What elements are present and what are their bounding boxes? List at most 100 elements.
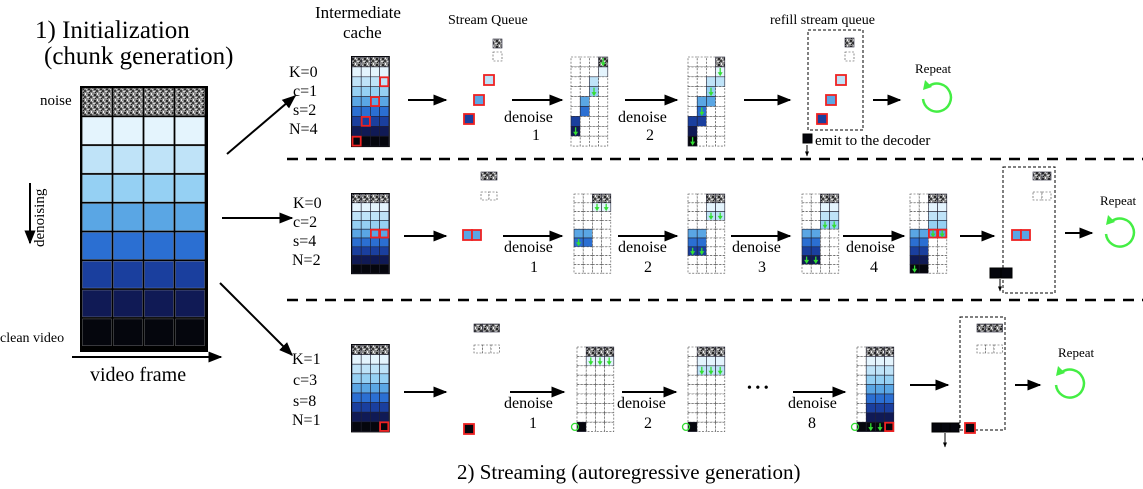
frame-cell: [582, 237, 593, 248]
empty-cell: [856, 393, 867, 404]
frame-cell: [360, 237, 371, 248]
step-number: 2: [644, 415, 652, 432]
empty-cell: [601, 220, 612, 230]
empty-cell: [909, 193, 920, 204]
step-word: denoise: [617, 395, 666, 412]
row-2-refill-queue: [1011, 171, 1052, 241]
empty-cell: [706, 220, 716, 230]
empty-cell: [820, 246, 830, 256]
frame-cell: [360, 383, 371, 394]
noise-label: noise: [40, 93, 72, 109]
frame-cell: [351, 246, 362, 256]
frame-cell: [463, 423, 475, 435]
empty-cell: [598, 135, 609, 147]
frame-cell: [582, 228, 593, 239]
frame-cell: [351, 106, 362, 117]
frame-cell: [579, 106, 590, 117]
repeat-label: Repeat: [1058, 345, 1094, 360]
frame-cell: [379, 202, 390, 212]
empty-cell: [576, 412, 587, 423]
empty-cell: [810, 264, 821, 274]
highlight-cell: [379, 76, 390, 88]
empty-cell: [715, 228, 726, 239]
empty-cell: [856, 384, 867, 395]
empty-cell: [582, 220, 593, 230]
step-number: 1: [530, 259, 538, 276]
frame-cell: [875, 365, 885, 376]
frame-cell: [488, 171, 498, 181]
green-arrow-head: [591, 92, 597, 97]
empty-cell: [856, 374, 867, 385]
streaming-caption: 2) Streaming (autoregressive generation): [457, 460, 800, 484]
empty-cell: [706, 126, 716, 137]
empty-cell: [687, 220, 698, 230]
frame-cell: [706, 356, 716, 367]
frame-cell: [370, 344, 380, 355]
frame-cell: [801, 228, 812, 239]
frame-cell: [379, 56, 390, 68]
green-arrow-head: [600, 62, 606, 67]
empty-cell: [579, 86, 590, 97]
empty-cell: [576, 403, 587, 414]
row-3-cache-grid: [351, 344, 390, 433]
frame-cell: [370, 135, 380, 147]
frame-cell: [706, 193, 716, 204]
frame-cell: [351, 211, 362, 221]
empty-cell: [570, 86, 581, 97]
empty-cell: [715, 421, 726, 432]
empty-cell: [801, 264, 812, 274]
frame-cell: [471, 229, 482, 241]
row-2-stream-queue: [462, 171, 498, 241]
empty-cell: [706, 403, 716, 414]
frame-cell: [825, 94, 837, 106]
empty-cell: [696, 86, 707, 97]
row-1-refill-queue: [816, 37, 855, 125]
empty-cell: [696, 255, 707, 265]
empty-cell: [595, 403, 605, 414]
empty-cell: [706, 135, 716, 147]
green-arrow-head: [603, 207, 609, 212]
frame-cell: [829, 202, 840, 212]
highlight-cell: [369, 228, 380, 239]
frame-cell: [801, 246, 812, 256]
frame-cell: [351, 383, 362, 394]
frame-cell: [379, 237, 390, 248]
emitted-frame: [989, 267, 1002, 279]
green-arrow-head: [813, 259, 819, 264]
empty-cell: [856, 412, 867, 423]
row-3-denoise-grid-2: [681, 346, 726, 432]
empty-cell: [582, 202, 593, 212]
param-label: K=1: [292, 351, 321, 368]
frame-cell: [875, 346, 885, 357]
frame-cell: [360, 363, 371, 375]
stream-queue-header: Stream Queue: [448, 13, 528, 28]
frame-cell: [370, 66, 380, 78]
frame-cell: [379, 402, 390, 413]
frame-cell: [909, 237, 920, 248]
frame-cell: [875, 356, 885, 367]
highlight-cell: [884, 421, 895, 433]
frame-cell: [360, 246, 371, 256]
frame-cell: [351, 96, 362, 107]
frame-cell: [370, 220, 380, 230]
empty-cell: [706, 255, 716, 265]
frame-cell: [884, 374, 895, 385]
video-frame-cell: [175, 232, 205, 260]
empty-cell: [604, 384, 615, 395]
frame-cell: [370, 86, 380, 97]
frame-cell: [918, 246, 929, 256]
frame-cell: [473, 94, 485, 106]
frame-cell: [370, 202, 380, 212]
emitted-frame: [949, 422, 960, 433]
empty-cell: [696, 220, 707, 230]
frame-cell: [360, 402, 371, 413]
video-frame-cell: [144, 174, 174, 202]
frame-cell: [360, 220, 371, 230]
row-2-denoise-grid-3: [801, 193, 840, 274]
frame-cell: [865, 365, 876, 376]
empty-cell: [585, 384, 596, 395]
empty-cell: [687, 193, 698, 204]
empty-cell: [601, 255, 612, 265]
step-number: 1: [532, 127, 540, 144]
